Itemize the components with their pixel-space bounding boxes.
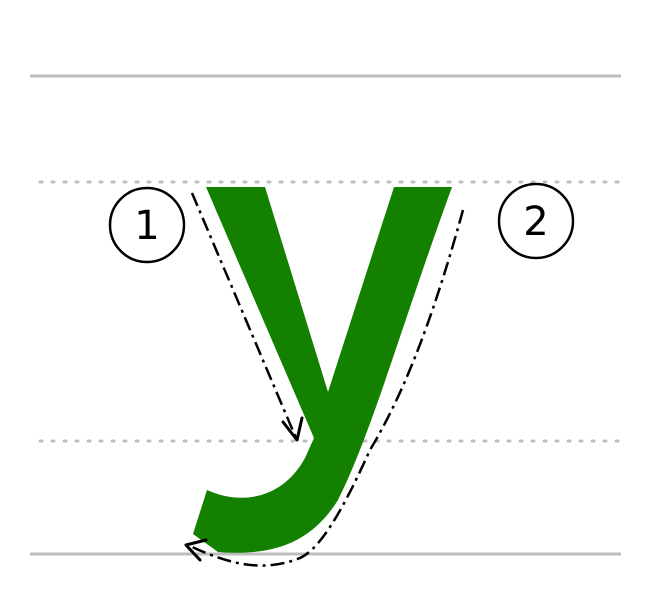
step-1-circle <box>108 186 186 264</box>
stroke-1-arrowhead-icon <box>281 416 304 442</box>
stroke-2-arrowhead-icon <box>184 538 208 562</box>
step-1-label: 1 <box>134 203 159 249</box>
stroke-2-path <box>187 209 465 567</box>
stroke-1-path <box>190 192 298 439</box>
step-2-circle <box>497 182 575 260</box>
letter-y-glyph <box>193 187 452 553</box>
step-2-badge: 2 <box>497 182 575 260</box>
step-2-label: 2 <box>523 199 548 245</box>
step-1-badge: 1 <box>108 186 186 264</box>
